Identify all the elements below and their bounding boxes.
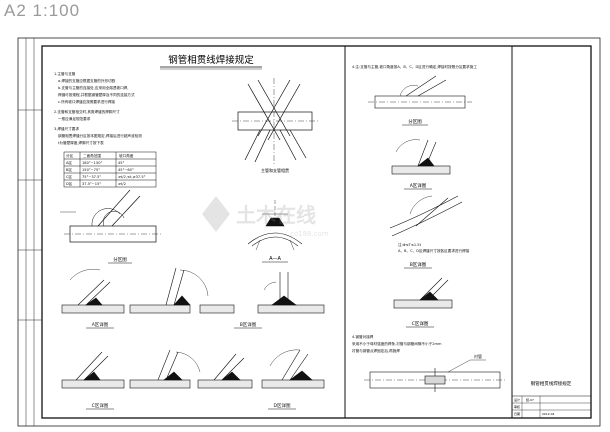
watermark-logo-icon bbox=[202, 196, 230, 232]
note-line: c.所有坡口焊缝应按照要求进行焊接 bbox=[58, 99, 115, 104]
detail-a-caption: A区详图 bbox=[92, 321, 109, 328]
note-line: 4.钢管对接焊 bbox=[352, 334, 374, 339]
pipe-label: 衬管 bbox=[474, 353, 482, 359]
note-line: b.支管与主管的连接处,应采用全熔透坡口焊, bbox=[58, 85, 128, 90]
table-header: 二面角范围 bbox=[83, 153, 101, 158]
detail-b-right-caption: B区详图 bbox=[410, 261, 427, 268]
note-line: 注:Φ≤T≤1.5t bbox=[398, 242, 422, 247]
detail-b-right-diagram bbox=[389, 195, 463, 237]
sheet-scale-label: A2 1:100 bbox=[4, 1, 81, 20]
table-cell: 45°~60° bbox=[118, 168, 134, 172]
title-block-row-label: 日期 bbox=[514, 411, 520, 416]
table-cell: ≥t/2 bbox=[118, 182, 126, 186]
note-line: 钢管相贯焊缝分区按本图规定,焊接后进行超声波检测 bbox=[58, 133, 142, 138]
note-line: 2.支管和支管相交时,其角焊缝的焊脚尺寸 bbox=[54, 109, 120, 114]
detail-a-right-diagram bbox=[391, 139, 451, 175]
section-aa-diagram bbox=[247, 200, 303, 251]
table-cell: ≥t/2,≤t,≥37.5° bbox=[118, 175, 146, 179]
title-block: 钢管相贯线焊接规定 设计 审核 日期 结-07 2012.04 bbox=[512, 380, 591, 418]
detail-c-right-caption: C区详图 bbox=[412, 320, 429, 327]
watermark-text: 土木在线 bbox=[236, 203, 316, 227]
left-notes: 1.主管与支管 a.焊接的支管应根据支管的外形切割 b.支管与主管的连接处,应采… bbox=[54, 71, 142, 145]
note-line: 一般应满足规范要求 bbox=[58, 116, 91, 121]
table-cell: A区 bbox=[66, 161, 72, 165]
right-note-mid: 注:Φ≤T≤1.5t A、B、C、D区焊缝尺寸按各区要求进行焊接 bbox=[398, 242, 470, 253]
table-cell: 75°~37.5° bbox=[82, 175, 101, 179]
sheet-title: 钢管相贯线焊接规定 bbox=[168, 54, 254, 66]
title-block-row-label: 设计 bbox=[514, 397, 520, 402]
butt-weld-diagram bbox=[364, 359, 506, 392]
title-block-title: 钢管相贯线焊接规定 bbox=[531, 380, 572, 387]
title-block-row-label: 审核 bbox=[514, 404, 520, 409]
note-line: t为管壁厚度,焊脚尺寸按下表 bbox=[58, 140, 104, 145]
outer-frame bbox=[17, 37, 601, 427]
detail-c-right-diagram bbox=[393, 277, 453, 309]
right-note-top: 4.注:支管与主管,坡口角度按A、B、C、D区进行确定,焊接时按照分区要求施工 bbox=[352, 64, 477, 69]
note-line: 衬管与钢管点焊固定后,再施焊 bbox=[352, 348, 400, 353]
title-block-drawing-no: 结-07 bbox=[526, 397, 534, 402]
weld-table bbox=[63, 151, 157, 188]
table-cell: 45° bbox=[118, 161, 125, 165]
table-header: 分区 bbox=[66, 153, 74, 158]
main-branch-caption: 主管和支管相贯 bbox=[261, 167, 289, 173]
watermark-sub: co188.com bbox=[290, 230, 329, 238]
detail-c-caption: C区详图 bbox=[92, 402, 109, 409]
table-cell: D区 bbox=[66, 182, 73, 186]
detail-captions-left: A区详图 B区详图 C区详图 D区详图 bbox=[86, 321, 296, 410]
note-line: 3.焊缝尺寸要求 bbox=[54, 126, 79, 131]
table-cell: 37.5°~15° bbox=[82, 182, 101, 186]
watermark: 土木在线 co188.com bbox=[202, 196, 329, 238]
note-line: a.焊接的支管应根据支管的外形切割 bbox=[58, 78, 116, 83]
right-note-bottom: 4.钢管对接焊 采用不小于母材强度的焊条,衬管与钢管间隙不小于2mm 衬管与钢管… bbox=[352, 334, 442, 353]
note-line: A、B、C、D区焊缝尺寸按各区要求进行焊接 bbox=[398, 248, 470, 253]
title-block-date: 2012.04 bbox=[542, 412, 554, 416]
fenqu-left-diagram bbox=[60, 189, 162, 243]
main-branch-intersection bbox=[232, 78, 318, 164]
note-line: 采用不小于母材强度的焊条,衬管与钢管间隙不小于2mm bbox=[352, 341, 442, 346]
weld-table-text: 分区 二面角范围 坡口角度 A区 180°~150° 45° B区 150°~7… bbox=[66, 153, 146, 186]
fenqu-right-caption: 分区图 bbox=[408, 118, 422, 125]
note-line: 1.主管与支管 bbox=[54, 71, 76, 76]
detail-b-caption: B区详图 bbox=[240, 321, 257, 328]
detail-d-caption: D区详图 bbox=[274, 402, 291, 409]
table-cell: B区 bbox=[66, 168, 72, 172]
note-line: 焊缝可按规程,并根据钢管壁厚及不同的连接方式 bbox=[58, 92, 135, 97]
detail-a-right-caption: A区详图 bbox=[410, 182, 427, 189]
table-header: 坡口角度 bbox=[119, 153, 134, 158]
table-cell: 150°~75° bbox=[82, 168, 100, 172]
binding-strip bbox=[18, 38, 42, 426]
section-aa-caption: A—A bbox=[269, 256, 281, 262]
fenqu-left-caption: 分区图 bbox=[113, 256, 127, 263]
detail-diagrams-left bbox=[61, 267, 325, 389]
table-cell: C区 bbox=[66, 175, 73, 179]
fenqu-right-diagram bbox=[368, 75, 472, 109]
table-cell: 180°~150° bbox=[82, 161, 103, 165]
inner-frame bbox=[41, 45, 592, 419]
